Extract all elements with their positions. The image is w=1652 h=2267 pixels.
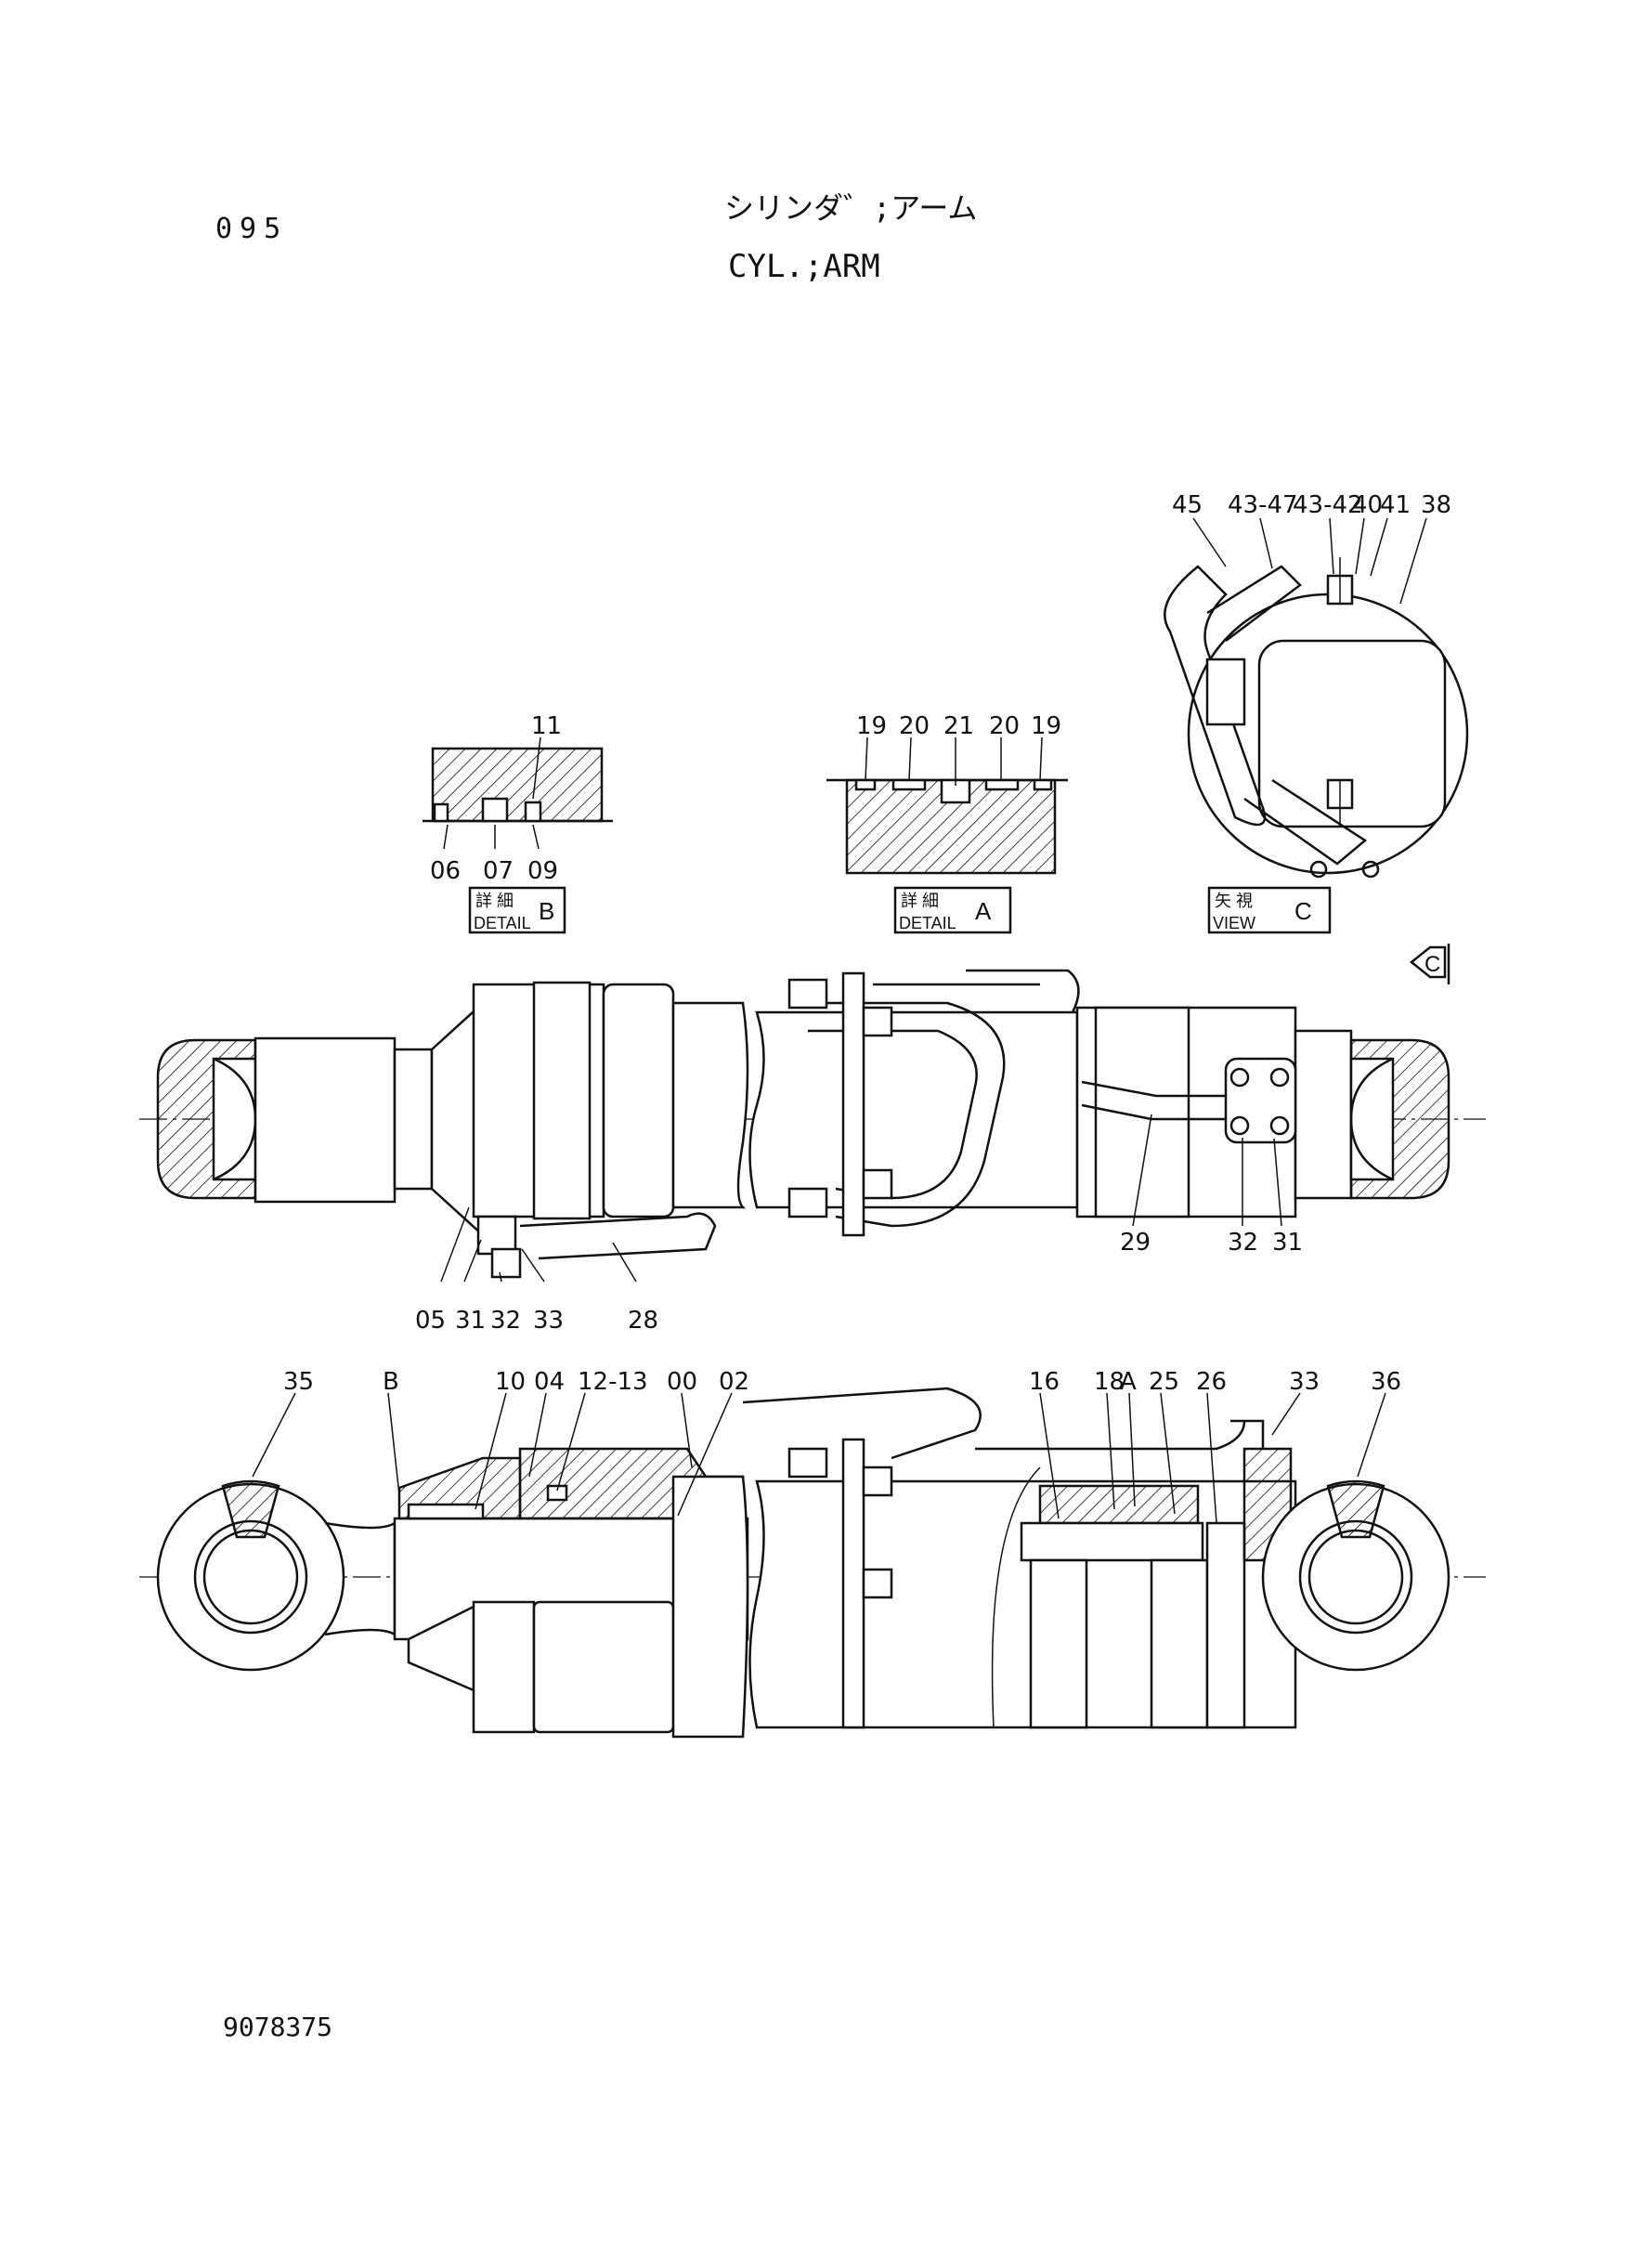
callout-12-13: 12-13 bbox=[578, 1368, 648, 1396]
svg-text:B: B bbox=[539, 897, 554, 925]
callout-00: 00 bbox=[667, 1368, 697, 1396]
svg-text:C: C bbox=[1294, 897, 1312, 925]
top-pipe bbox=[789, 1001, 1006, 1228]
svg-text:詳 細: 詳 細 bbox=[901, 892, 939, 910]
callout-40: 40 bbox=[1352, 491, 1383, 519]
callout-41: 41 bbox=[1380, 491, 1411, 519]
callout-43-42: 43-42 bbox=[1293, 491, 1363, 519]
callout-21: 21 bbox=[943, 712, 974, 740]
view-c-section: 45 43-47 43-42 40 41 38 矢 視 VIEW C bbox=[1164, 491, 1469, 934]
svg-text:DETAIL: DETAIL bbox=[899, 914, 956, 932]
callout-32-left: 32 bbox=[490, 1307, 521, 1335]
callout-31-left: 31 bbox=[455, 1307, 486, 1335]
callout-a: A bbox=[1120, 1368, 1137, 1396]
callout-04: 04 bbox=[534, 1368, 565, 1396]
callout-02: 02 bbox=[719, 1368, 749, 1396]
callout-05: 05 bbox=[415, 1307, 446, 1335]
callout-20-right: 20 bbox=[989, 712, 1020, 740]
callout-32-right: 32 bbox=[1228, 1229, 1258, 1257]
drawing-number: 9078375 bbox=[223, 2012, 332, 2042]
callout-07: 07 bbox=[483, 857, 514, 885]
title-english: CYL.;ARM bbox=[728, 248, 880, 285]
callout-19-right: 19 bbox=[1031, 712, 1061, 740]
callout-36: 36 bbox=[1371, 1368, 1401, 1396]
callout-16: 16 bbox=[1029, 1368, 1060, 1396]
svg-text:矢 視: 矢 視 bbox=[1215, 892, 1253, 910]
svg-text:VIEW: VIEW bbox=[1213, 914, 1255, 932]
callout-11: 11 bbox=[531, 712, 562, 740]
svg-text:C: C bbox=[1424, 952, 1440, 977]
callout-31-right: 31 bbox=[1272, 1229, 1303, 1257]
callout-19-left: 19 bbox=[856, 712, 887, 740]
callout-06: 06 bbox=[430, 857, 461, 885]
svg-text:A: A bbox=[975, 897, 992, 925]
callout-43-47: 43-47 bbox=[1228, 491, 1298, 519]
callout-10: 10 bbox=[495, 1368, 526, 1396]
callout-b: B bbox=[383, 1368, 399, 1396]
detail-b-housing bbox=[431, 747, 604, 823]
callout-29: 29 bbox=[1120, 1229, 1151, 1257]
view-c-hose bbox=[1164, 565, 1267, 827]
callout-09: 09 bbox=[527, 857, 558, 885]
top-cylinder-view: 05 31 32 33 28 29 32 31 bbox=[139, 969, 1486, 1335]
detail-b-label-box: 詳 細 DETAIL B bbox=[468, 886, 566, 934]
bottom-cylinder-section: 35 B 10 04 12-13 00 02 16 18 A 25 26 33 … bbox=[139, 1368, 1486, 1739]
callout-33-top: 33 bbox=[533, 1307, 564, 1335]
callout-35: 35 bbox=[283, 1368, 314, 1396]
callout-45: 45 bbox=[1172, 491, 1203, 519]
callout-18: 18 bbox=[1094, 1368, 1125, 1396]
callout-20-left: 20 bbox=[899, 712, 930, 740]
detail-a-label-box: 詳 細 DETAIL A bbox=[893, 886, 1012, 934]
view-c-label-box: 矢 視 VIEW C bbox=[1207, 886, 1332, 934]
callout-33-bottom: 33 bbox=[1289, 1368, 1320, 1396]
svg-text:DETAIL: DETAIL bbox=[474, 914, 531, 932]
detail-b-section: 11 06 07 09 詳 細 DETAIL B bbox=[423, 712, 613, 934]
detail-a-section: 19 20 21 20 19 詳 細 DETAIL A bbox=[826, 712, 1068, 934]
callout-28: 28 bbox=[628, 1307, 658, 1335]
title-japanese: シリンダ゛;アーム bbox=[724, 190, 977, 226]
view-c-direction-arrow: C bbox=[1409, 944, 1450, 984]
callout-38: 38 bbox=[1421, 491, 1451, 519]
callout-25: 25 bbox=[1149, 1368, 1179, 1396]
page-number: 095 bbox=[215, 213, 288, 245]
svg-text:詳 細: 詳 細 bbox=[475, 892, 514, 910]
callout-26: 26 bbox=[1196, 1368, 1227, 1396]
